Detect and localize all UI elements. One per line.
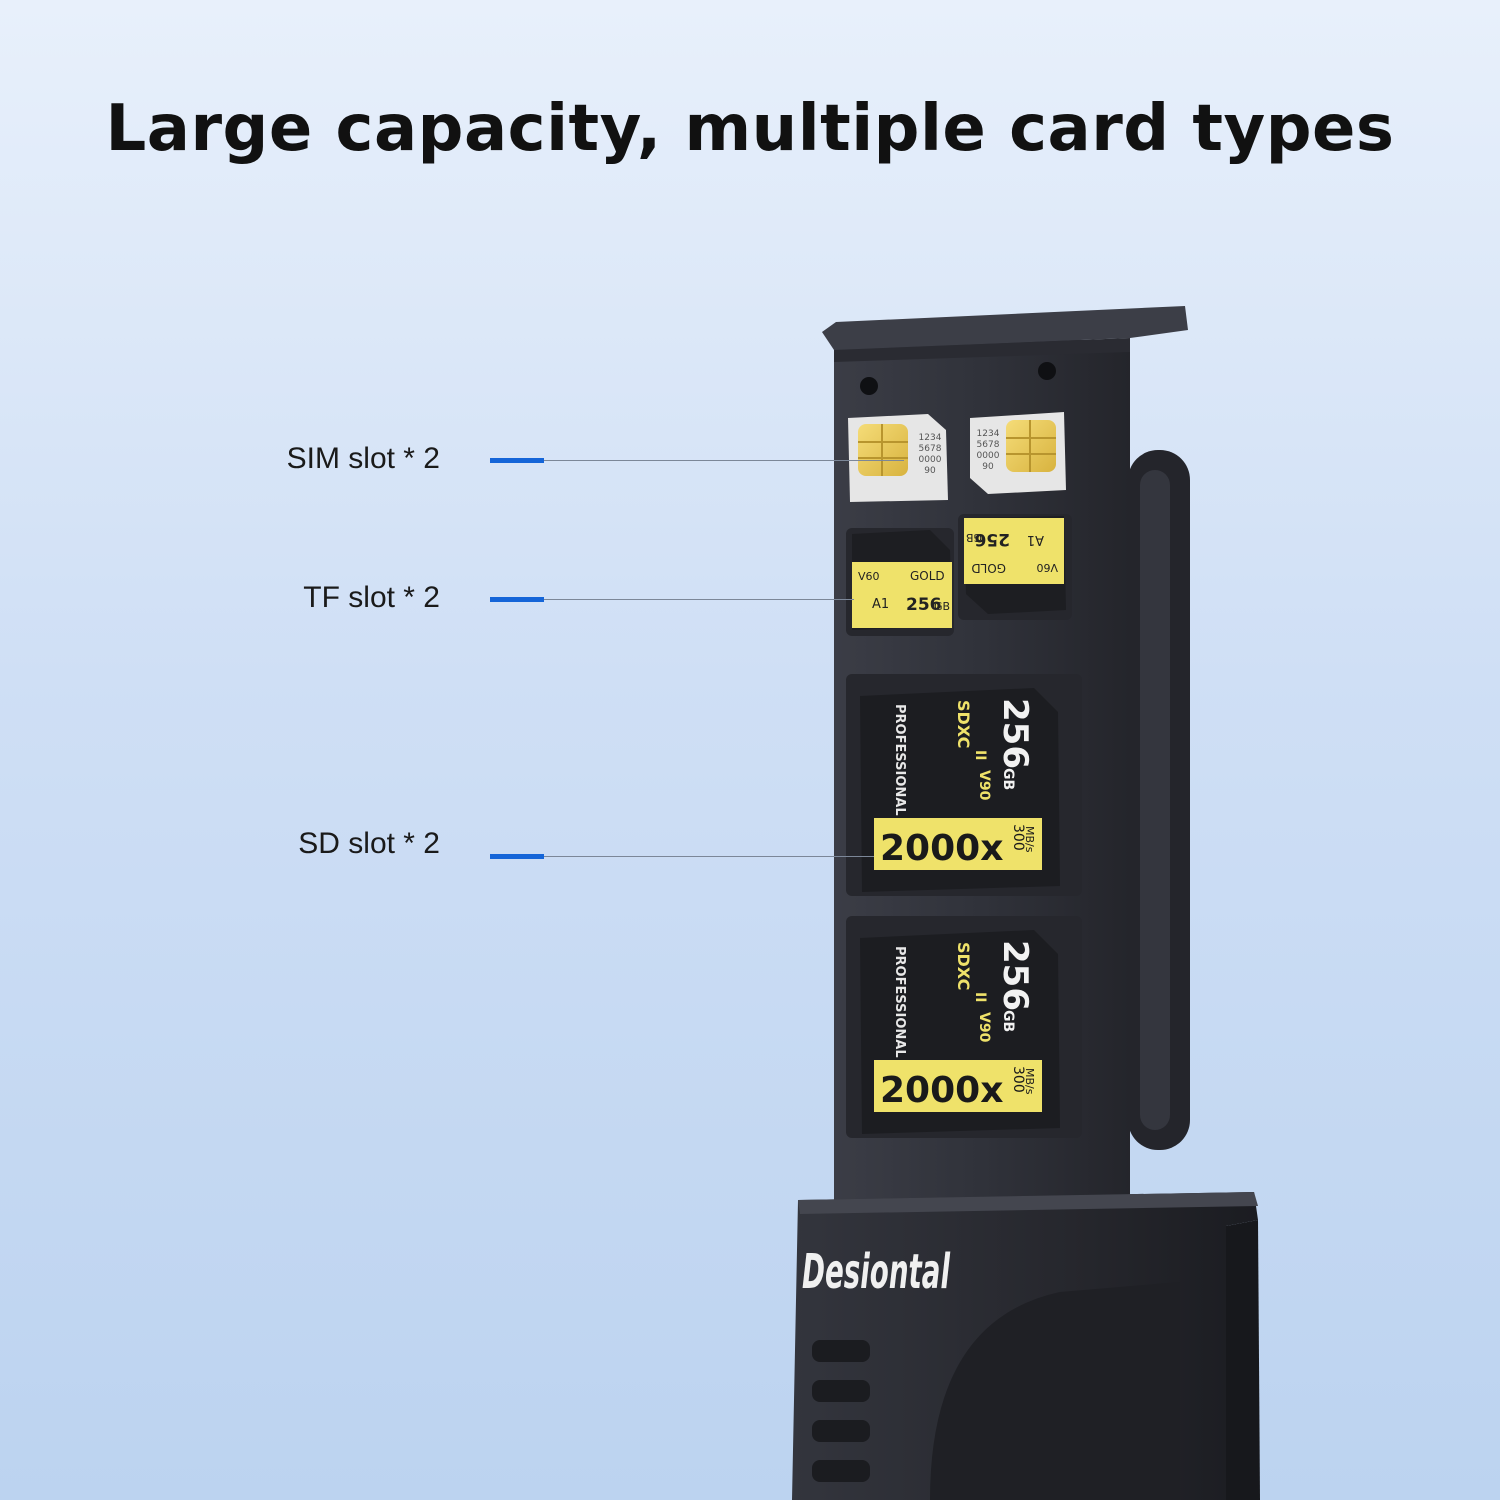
sleeve-grip-1 [812,1340,870,1362]
screw-hole-left [860,377,878,395]
tf-card-1-tier: GOLD [910,569,945,583]
sd-card-2-type: SDXC [954,942,973,990]
sd-card-2: PROFESSIONAL SDXC II V90 256 GB 2000x 30… [860,930,1060,1134]
sim-card-1-line-2: 5678 [919,444,942,454]
sd-card-1-bus: II [972,750,988,760]
case-lid [822,306,1188,350]
sd-card-1: PROFESSIONAL SDXC II V90 256 GB 2000x 30… [860,688,1060,892]
screw-hole-right [1038,362,1056,380]
sim-card-2-line-4: 90 [982,462,994,472]
sim-card-1-line-1: 1234 [919,433,942,443]
sd-card-2-speed: 300 [1010,1066,1026,1093]
callout-label-sim: SIM slot * 2 [286,442,440,475]
sim-card-1-line-4: 90 [924,466,936,476]
sd-card-2-grade: V90 [976,1012,992,1043]
sd-card-1-unit: GB [1000,768,1016,790]
callout-accent-sim [490,458,544,463]
sd-card-1-grade: V90 [976,770,992,801]
tf-card-1-class: A1 [872,597,889,612]
tf-card-1-grade: V60 [858,570,880,583]
sd-card-2-speed-rating: 2000x [880,1070,1003,1111]
tf-card-2-class: A1 [1027,532,1044,547]
tf-card-2-grade: V60 [1036,561,1058,574]
tf-card-1-unit: GB [934,600,950,613]
sim-card-2-line-1: 1234 [977,429,1000,439]
tf-card-1-capacity: 256 [906,595,942,615]
tf-card-2-tier: GOLD [971,561,1006,575]
tf-card-2-capacity: 256 [975,529,1011,549]
sim-card-1-line-3: 0000 [919,455,942,465]
sleeve-grip-3 [812,1420,870,1442]
tf-card-2: V60 GOLD A1 256 GB [964,516,1066,614]
sd-card-2-bus: II [972,992,988,1002]
sim-card-1: 1234 5678 0000 90 [848,414,948,502]
sd-card-2-unit: GB [1000,1010,1016,1032]
callout-label-tf: TF slot * 2 [303,581,440,614]
sd-card-2-capacity: 256 [995,940,1035,1011]
headline: Large capacity, multiple card types [105,92,1395,166]
sd-card-1-speed-rating: 2000x [880,828,1003,869]
callout-accent-tf [490,597,544,602]
tf-card-2-unit: GB [966,531,982,544]
sim-card-2: 1234 5678 0000 90 [970,412,1066,494]
case-side-groove [1140,470,1170,1130]
sd-card-2-speed-unit: MB/s [1023,1068,1036,1095]
sleeve-curve [930,1282,1180,1500]
sd-card-2-line: PROFESSIONAL [892,946,907,1058]
sd-card-1-speed-unit: MB/s [1023,826,1036,853]
brand-logo: Desiontal [802,1244,950,1300]
sim-card-2-line-2: 5678 [977,440,1000,450]
sleeve-grip-4 [812,1460,870,1482]
tf-card-1: V60 GOLD A1 256 GB [852,530,952,630]
callout-accent-sd [490,854,544,859]
sd-card-1-capacity: 256 [995,698,1035,769]
sd-card-1-speed: 300 [1010,824,1026,851]
sd-card-1-line: PROFESSIONAL [892,704,907,816]
callout-label-sd: SD slot * 2 [298,827,440,860]
sd-card-1-type: SDXC [954,700,973,748]
sim-card-2-line-3: 0000 [977,451,1000,461]
sleeve-grip-2 [812,1380,870,1402]
